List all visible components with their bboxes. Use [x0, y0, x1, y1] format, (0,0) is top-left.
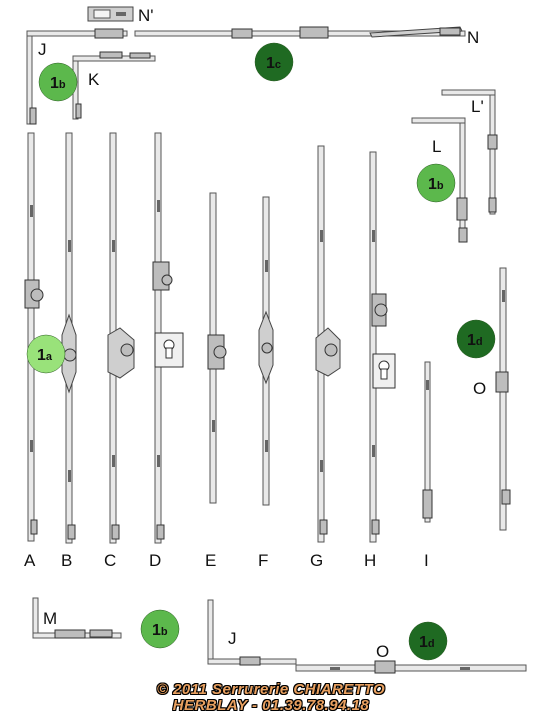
- label-j-top: J: [38, 40, 47, 59]
- espagnolette-d: [152, 132, 184, 544]
- label-l-prime: L': [471, 97, 484, 116]
- label-a: A: [24, 551, 36, 570]
- svg-text:1d: 1d: [419, 634, 435, 651]
- part-n-prime: [87, 6, 134, 22]
- label-n: N: [467, 28, 479, 47]
- espagnolette-a: [24, 132, 44, 542]
- svg-text:1b: 1b: [152, 622, 168, 639]
- part-n-rod: [134, 26, 466, 39]
- badge-1a-left: 1a: [26, 334, 66, 374]
- badge-1b-right: 1b: [416, 163, 456, 203]
- label-b: B: [61, 551, 72, 570]
- label-h: H: [364, 551, 376, 570]
- badge-1c-top: 1c: [254, 42, 294, 82]
- corner-piece-j-top: [26, 28, 128, 125]
- badge-1b-top-left: 1b: [38, 62, 78, 102]
- label-k: K: [88, 70, 100, 89]
- label-e: E: [205, 551, 216, 570]
- svg-text:1a: 1a: [37, 347, 53, 364]
- corner-piece-j-bottom: [207, 599, 297, 666]
- espagnolette-c: [107, 132, 135, 544]
- corner-piece-k: [72, 51, 156, 120]
- espagnolette-i: [422, 361, 433, 523]
- label-c: C: [104, 551, 116, 570]
- svg-text:1b: 1b: [428, 176, 444, 193]
- badge-1b-bottom: 1b: [140, 609, 180, 649]
- espagnolette-h: [369, 151, 396, 543]
- badge-1d-right: 1d: [456, 319, 496, 359]
- espagnolette-o-right: [495, 267, 511, 531]
- label-g: G: [310, 551, 323, 570]
- label-o-bottom: O: [376, 642, 389, 661]
- espagnolette-f: [258, 196, 274, 506]
- svg-text:1b: 1b: [50, 75, 66, 92]
- label-j-bottom: J: [228, 629, 237, 648]
- label-o-right: O: [473, 379, 486, 398]
- label-d: D: [149, 551, 161, 570]
- espagnolette-e: [207, 192, 227, 504]
- label-n-prime: N': [138, 6, 154, 25]
- corner-piece-l-prime: [441, 89, 498, 215]
- label-m: M: [43, 609, 57, 628]
- corner-piece-m: [32, 597, 122, 639]
- part-o-bottom-rod: [295, 660, 527, 674]
- svg-text:1c: 1c: [266, 55, 281, 72]
- label-i: I: [424, 551, 429, 570]
- corner-piece-l: [411, 117, 468, 243]
- label-f: F: [258, 551, 268, 570]
- badge-1d-bottom: 1d: [408, 621, 448, 661]
- espagnolette-b: [61, 132, 77, 544]
- espagnolette-g: [315, 145, 341, 543]
- footer-copyright: © 2011 Serrurerie CHIARETTO: [156, 681, 386, 698]
- footer-contact: HERBLAY - 01.39.78.94.18: [172, 697, 370, 714]
- label-l: L: [432, 137, 441, 156]
- svg-text:1d: 1d: [467, 332, 483, 349]
